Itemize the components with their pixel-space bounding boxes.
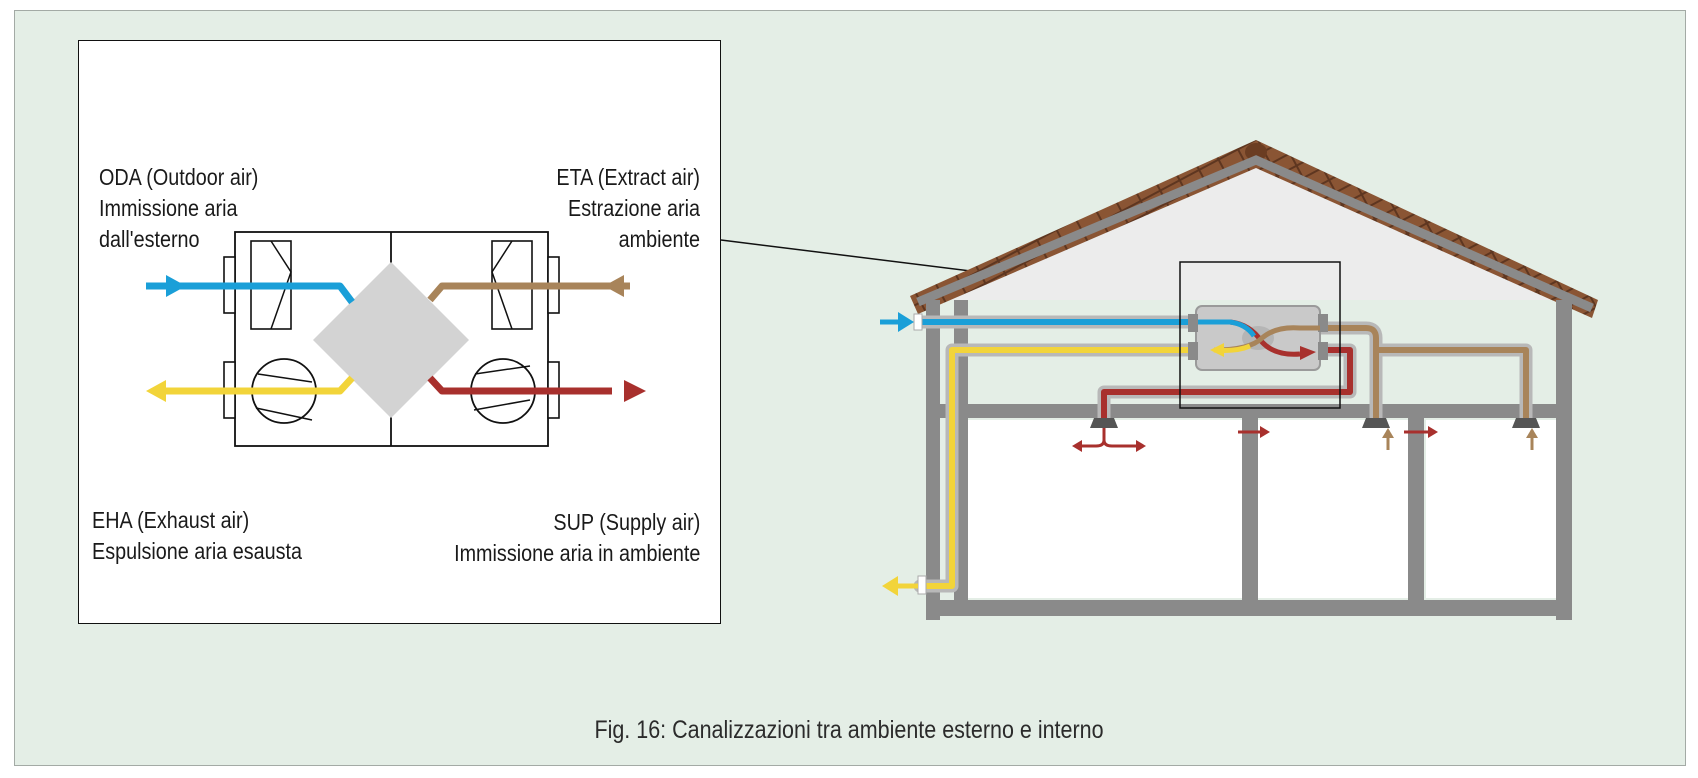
oda-path [146, 282, 355, 305]
ventilation-unit-house [1179, 261, 1341, 409]
eta-label: ETA (Extract air) Estrazione aria ambien… [556, 162, 700, 255]
sup-label-line1: SUP (Supply air) [553, 509, 700, 535]
oda-label-line2: Immissione aria [99, 195, 238, 221]
eta-label-line1: ETA (Extract air) [556, 164, 700, 190]
oda-label-line1: ODA (Outdoor air) [99, 164, 259, 190]
arrow-right-icon [1136, 440, 1146, 452]
arrow-up-icon [1526, 428, 1538, 438]
arrow-left-icon [146, 380, 166, 402]
arrow-left-icon [1072, 440, 1082, 452]
eha-label-line1: EHA (Exhaust air) [92, 507, 250, 533]
duct-network [913, 315, 1533, 593]
caption-text: Fig. 16: Canalizzazioni tra ambiente est… [594, 716, 1104, 744]
arrow-left-icon [882, 576, 898, 596]
oda-label-line3: dall'esterno [99, 226, 200, 252]
sup-label: SUP (Supply air) Immissione aria in ambi… [454, 507, 700, 569]
eta-label-line2: Estrazione aria [568, 195, 700, 221]
house [910, 140, 1598, 620]
arrow-right-icon [1428, 426, 1438, 438]
sup-path [427, 375, 612, 395]
sup-label-line2: Immissione aria in ambiente [453, 540, 700, 566]
arrow-right-icon [1260, 426, 1270, 438]
arrow-left-icon [604, 275, 624, 297]
eta-path [427, 282, 630, 303]
air-outlet-grille [917, 575, 927, 595]
eha-label-line2: Espulsione aria esausta [92, 538, 303, 564]
arrow-right-icon [898, 312, 914, 332]
eta-label-line3: ambiente [618, 226, 700, 252]
oda-label: ODA (Outdoor air) Immissione aria dall'e… [99, 162, 258, 255]
arrow-right-icon [166, 275, 186, 297]
eha-label: EHA (Exhaust air) Espulsione aria esaust… [92, 505, 302, 567]
eha-path [160, 375, 355, 395]
air-inlet-grille [913, 313, 923, 331]
diffuser-icon [1362, 418, 1390, 428]
figure-caption: Fig. 16: Canalizzazioni tra ambiente est… [0, 716, 1698, 745]
arrow-right-icon [624, 380, 646, 402]
arrow-up-icon [1382, 428, 1394, 438]
callout-box [1179, 261, 1341, 409]
diffuser-icon [1512, 418, 1540, 428]
diffuser-icon [1090, 418, 1118, 428]
